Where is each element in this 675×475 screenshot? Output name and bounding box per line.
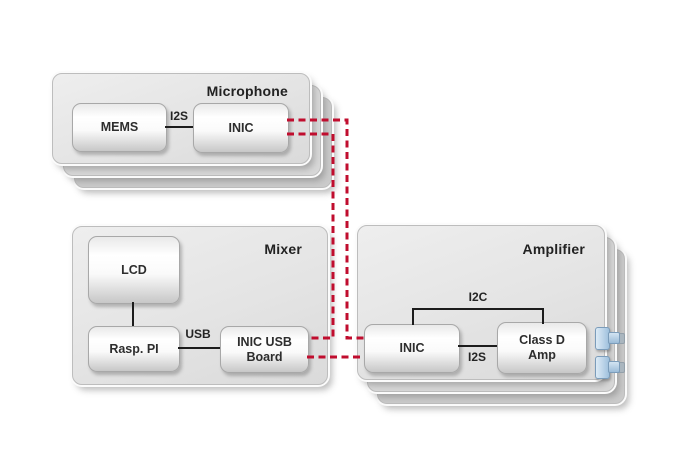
node-mems: MEMS (72, 103, 167, 152)
speaker-terminal-icon (595, 327, 620, 350)
speaker-terminal-nub-icon (608, 361, 620, 373)
node-class-d-amp-label: Class D Amp (519, 333, 565, 362)
node-microphone-inic: INIC (193, 103, 289, 153)
node-rasp-pi-label: Rasp. PI (109, 341, 159, 356)
speaker-terminal-icon (595, 356, 620, 379)
node-class-d-amp: Class D Amp (497, 322, 587, 374)
amplifier-panel-title: Amplifier (522, 241, 585, 257)
node-lcd: LCD (88, 236, 180, 304)
mixer-panel-title: Mixer (264, 241, 302, 257)
node-amplifier-inic-label: INIC (399, 341, 425, 355)
node-microphone-inic-label: INIC (228, 120, 254, 135)
label-i2s-microphone: I2S (169, 109, 188, 123)
node-mems-label: MEMS (100, 120, 139, 134)
node-lcd-label: LCD (121, 262, 147, 277)
label-i2c: I2C (468, 290, 488, 304)
node-rasp-pi: Rasp. PI (88, 326, 180, 372)
microphone-panel-title: Microphone (206, 83, 288, 99)
node-inic-usb-board-label: INIC USB Board (237, 334, 292, 364)
node-inic-usb-board: INIC USB Board (220, 326, 309, 373)
label-usb: USB (185, 327, 211, 341)
label-i2s-amplifier: I2S (467, 350, 486, 364)
speaker-terminal-nub-icon (608, 332, 620, 344)
node-amplifier-inic: INIC (364, 324, 460, 373)
